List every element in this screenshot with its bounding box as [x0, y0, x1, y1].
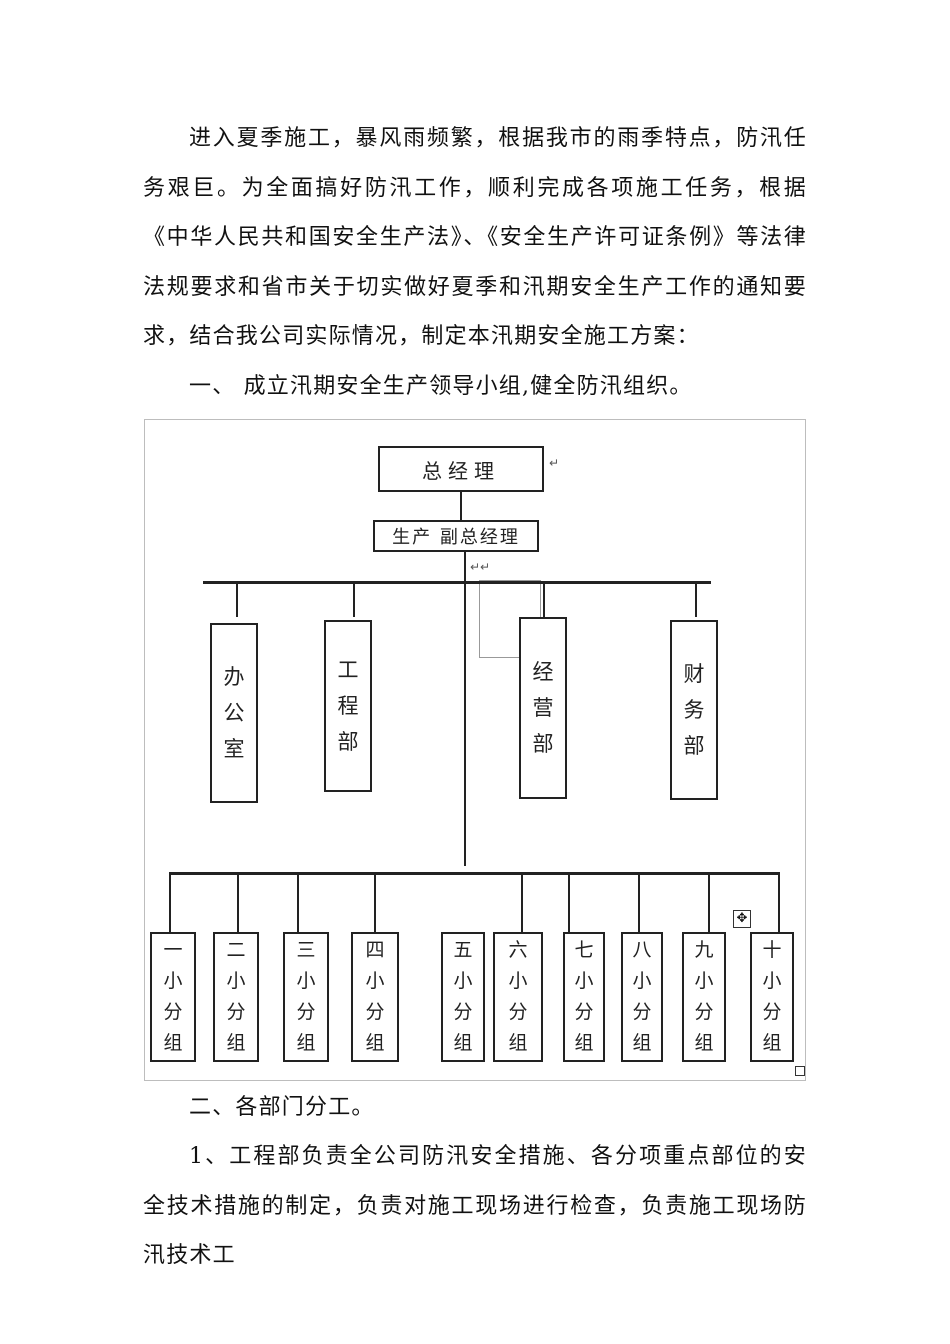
org-box-group-7: 七小分组	[563, 932, 605, 1062]
org-box-char: 部	[337, 730, 359, 754]
org-box-general-manager: 总经理	[378, 446, 544, 492]
org-box-char: 务	[683, 698, 705, 722]
org-box-char: 分	[453, 1001, 473, 1023]
org-box-char: 办	[223, 665, 245, 689]
org-box-char: 小	[163, 970, 183, 992]
org-box-char: 组	[574, 1032, 594, 1054]
org-box-char: 八	[632, 939, 652, 961]
org-box-char: 部	[683, 734, 705, 758]
org-box-char: 组	[453, 1032, 473, 1054]
org-box-char: 经	[532, 660, 554, 684]
org-box-char: 组	[226, 1032, 246, 1054]
table-resize-icon[interactable]	[795, 1066, 805, 1076]
org-box-char: 小	[574, 970, 594, 992]
org-box-char: 小	[508, 970, 528, 992]
org-box-char: 工	[337, 658, 359, 682]
org-box-group-3: 三小分组	[283, 932, 329, 1062]
org-box-char: 分	[226, 1001, 246, 1023]
connector-line	[297, 872, 299, 932]
org-box-char: 小	[365, 970, 385, 992]
org-box-char: 七	[574, 939, 594, 961]
connector-line	[568, 872, 570, 932]
dept-bus-line	[203, 581, 711, 584]
org-chart: 总经理 ↵ 生产 副总经理 ↵↵ 办 公 室 工 程 部 经 营 部 财 务 部	[144, 419, 806, 1081]
org-box-group-9: 九小分组	[682, 932, 726, 1062]
connector-line	[460, 492, 462, 520]
org-box-char: 组	[762, 1032, 782, 1054]
group-bus-line	[169, 872, 780, 875]
org-box-char: 室	[223, 737, 245, 761]
org-box-char: 公	[223, 701, 245, 725]
org-box-char: 分	[762, 1001, 782, 1023]
org-box-char: 组	[632, 1032, 652, 1054]
org-box-char: 一	[163, 939, 183, 961]
org-box-char: 九	[694, 939, 714, 961]
org-box-char: 营	[532, 696, 554, 720]
org-box-char: 二	[226, 939, 246, 961]
trunk-line	[464, 552, 466, 866]
org-box-char: 部	[532, 732, 554, 756]
org-box-char: 小	[762, 970, 782, 992]
table-move-icon[interactable]: ✥	[733, 910, 751, 928]
duty-paragraph-1: 1、工程部负责全公司防汛安全措施、各分项重点部位的安全技术措施的制定，负责对施工…	[143, 1144, 807, 1268]
org-box-deputy-manager: 生产 副总经理	[373, 520, 539, 552]
connector-line	[236, 583, 238, 617]
org-box-char: 十	[762, 939, 782, 961]
org-box-group-5: 五小分组	[441, 932, 485, 1062]
org-box-char: 组	[694, 1032, 714, 1054]
paragraph-mark-icon: ↵↵	[470, 560, 491, 574]
org-box-char: 小	[453, 970, 473, 992]
intro-paragraph: 进入夏季施工，暴风雨频繁，根据我市的雨季特点，防汛任务艰巨。为全面搞好防汛工作，…	[143, 126, 807, 349]
org-box-char: 小	[632, 970, 652, 992]
org-box-char: 小	[226, 970, 246, 992]
org-box-char: 组	[163, 1032, 183, 1054]
connector-line	[778, 872, 780, 932]
org-box-engineering: 工 程 部	[324, 620, 372, 792]
org-box-char: 五	[453, 939, 473, 961]
org-box-group-2: 二小分组	[213, 932, 259, 1062]
section-heading-2: 二、各部门分工。	[189, 1095, 375, 1120]
org-box-char: 程	[337, 694, 359, 718]
connector-line	[169, 872, 171, 932]
org-box-group-10: 十小分组	[750, 932, 794, 1062]
connector-line	[353, 583, 355, 617]
org-box-char: 分	[163, 1001, 183, 1023]
org-box-business: 经 营 部	[519, 617, 567, 799]
org-box-char: 分	[632, 1001, 652, 1023]
org-box-char: 组	[296, 1032, 316, 1054]
org-box-office: 办 公 室	[210, 623, 258, 803]
org-box-char: 小	[296, 970, 316, 992]
org-box-char: 六	[508, 939, 528, 961]
connector-line	[638, 872, 640, 932]
org-box-char: 组	[365, 1032, 385, 1054]
section-heading-1: 一、 成立汛期安全生产领导小组,健全防汛组织。	[189, 374, 693, 399]
org-box-char: 三	[296, 939, 316, 961]
org-box-group-8: 八小分组	[621, 932, 663, 1062]
org-box-group-6: 六小分组	[493, 932, 543, 1062]
org-box-char: 分	[574, 1001, 594, 1023]
connector-line	[543, 583, 545, 617]
connector-line	[237, 872, 239, 932]
connector-line	[374, 872, 376, 932]
org-box-char: 财	[683, 662, 705, 686]
org-box-char: 小	[694, 970, 714, 992]
connector-line	[695, 583, 697, 617]
org-box-group-4: 四小分组	[351, 932, 399, 1062]
connector-line	[708, 872, 710, 932]
paragraph-mark-icon: ↵	[549, 456, 560, 470]
org-box-char: 分	[508, 1001, 528, 1023]
org-box-char: 组	[508, 1032, 528, 1054]
org-box-char: 分	[694, 1001, 714, 1023]
connector-line	[521, 872, 523, 932]
org-box-char: 分	[365, 1001, 385, 1023]
org-box-group-1: 一小分组	[150, 932, 196, 1062]
org-box-finance: 财 务 部	[670, 620, 718, 800]
org-box-char: 四	[365, 939, 385, 961]
org-box-char: 分	[296, 1001, 316, 1023]
